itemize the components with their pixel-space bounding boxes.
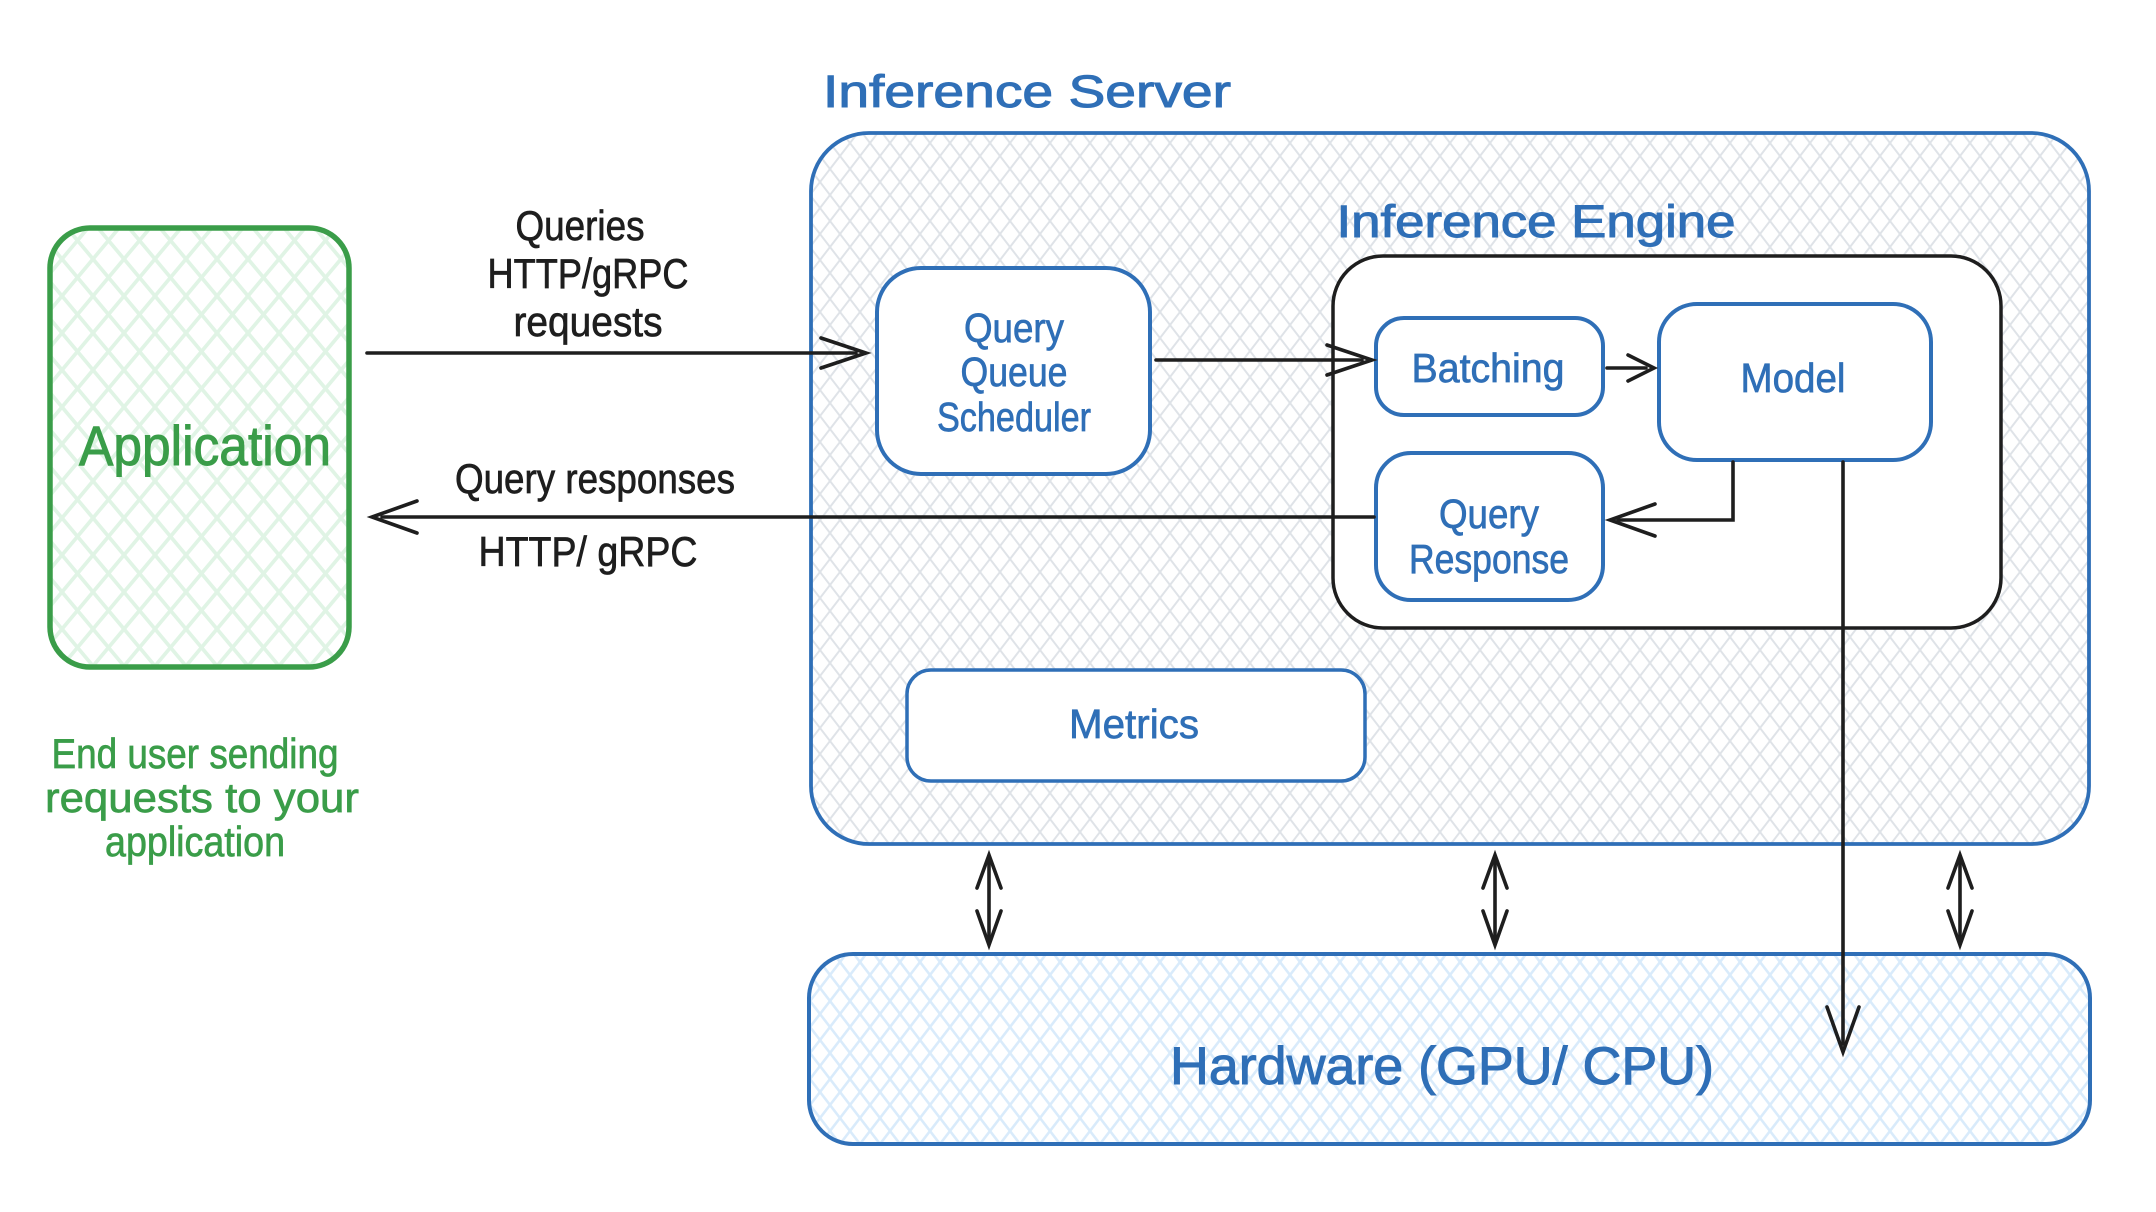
- svg-text:Inference Server: Inference Server: [823, 66, 1231, 117]
- svg-text:requests to your: requests to your: [45, 774, 359, 821]
- svg-text:Hardware (GPU/ CPU): Hardware (GPU/ CPU): [1170, 1037, 1714, 1096]
- svg-text:Response: Response: [1409, 536, 1569, 582]
- svg-text:HTTP/ gRPC: HTTP/ gRPC: [479, 528, 698, 575]
- svg-text:requests: requests: [514, 298, 663, 345]
- svg-text:Model: Model: [1741, 355, 1846, 401]
- svg-text:Query: Query: [1439, 491, 1539, 537]
- svg-text:Metrics: Metrics: [1069, 701, 1199, 747]
- svg-text:Inference Engine: Inference Engine: [1337, 196, 1736, 247]
- svg-text:application: application: [105, 818, 285, 865]
- svg-text:Queue: Queue: [961, 349, 1068, 395]
- svg-text:Query: Query: [964, 305, 1064, 351]
- svg-text:Application: Application: [79, 414, 331, 477]
- svg-text:Queries: Queries: [516, 202, 645, 249]
- svg-text:Batching: Batching: [1412, 345, 1565, 391]
- svg-text:Query responses: Query responses: [455, 455, 735, 502]
- svg-text:HTTP/gRPC: HTTP/gRPC: [488, 250, 689, 297]
- svg-text:Scheduler: Scheduler: [937, 394, 1091, 440]
- svg-text:End user sending: End user sending: [52, 730, 339, 777]
